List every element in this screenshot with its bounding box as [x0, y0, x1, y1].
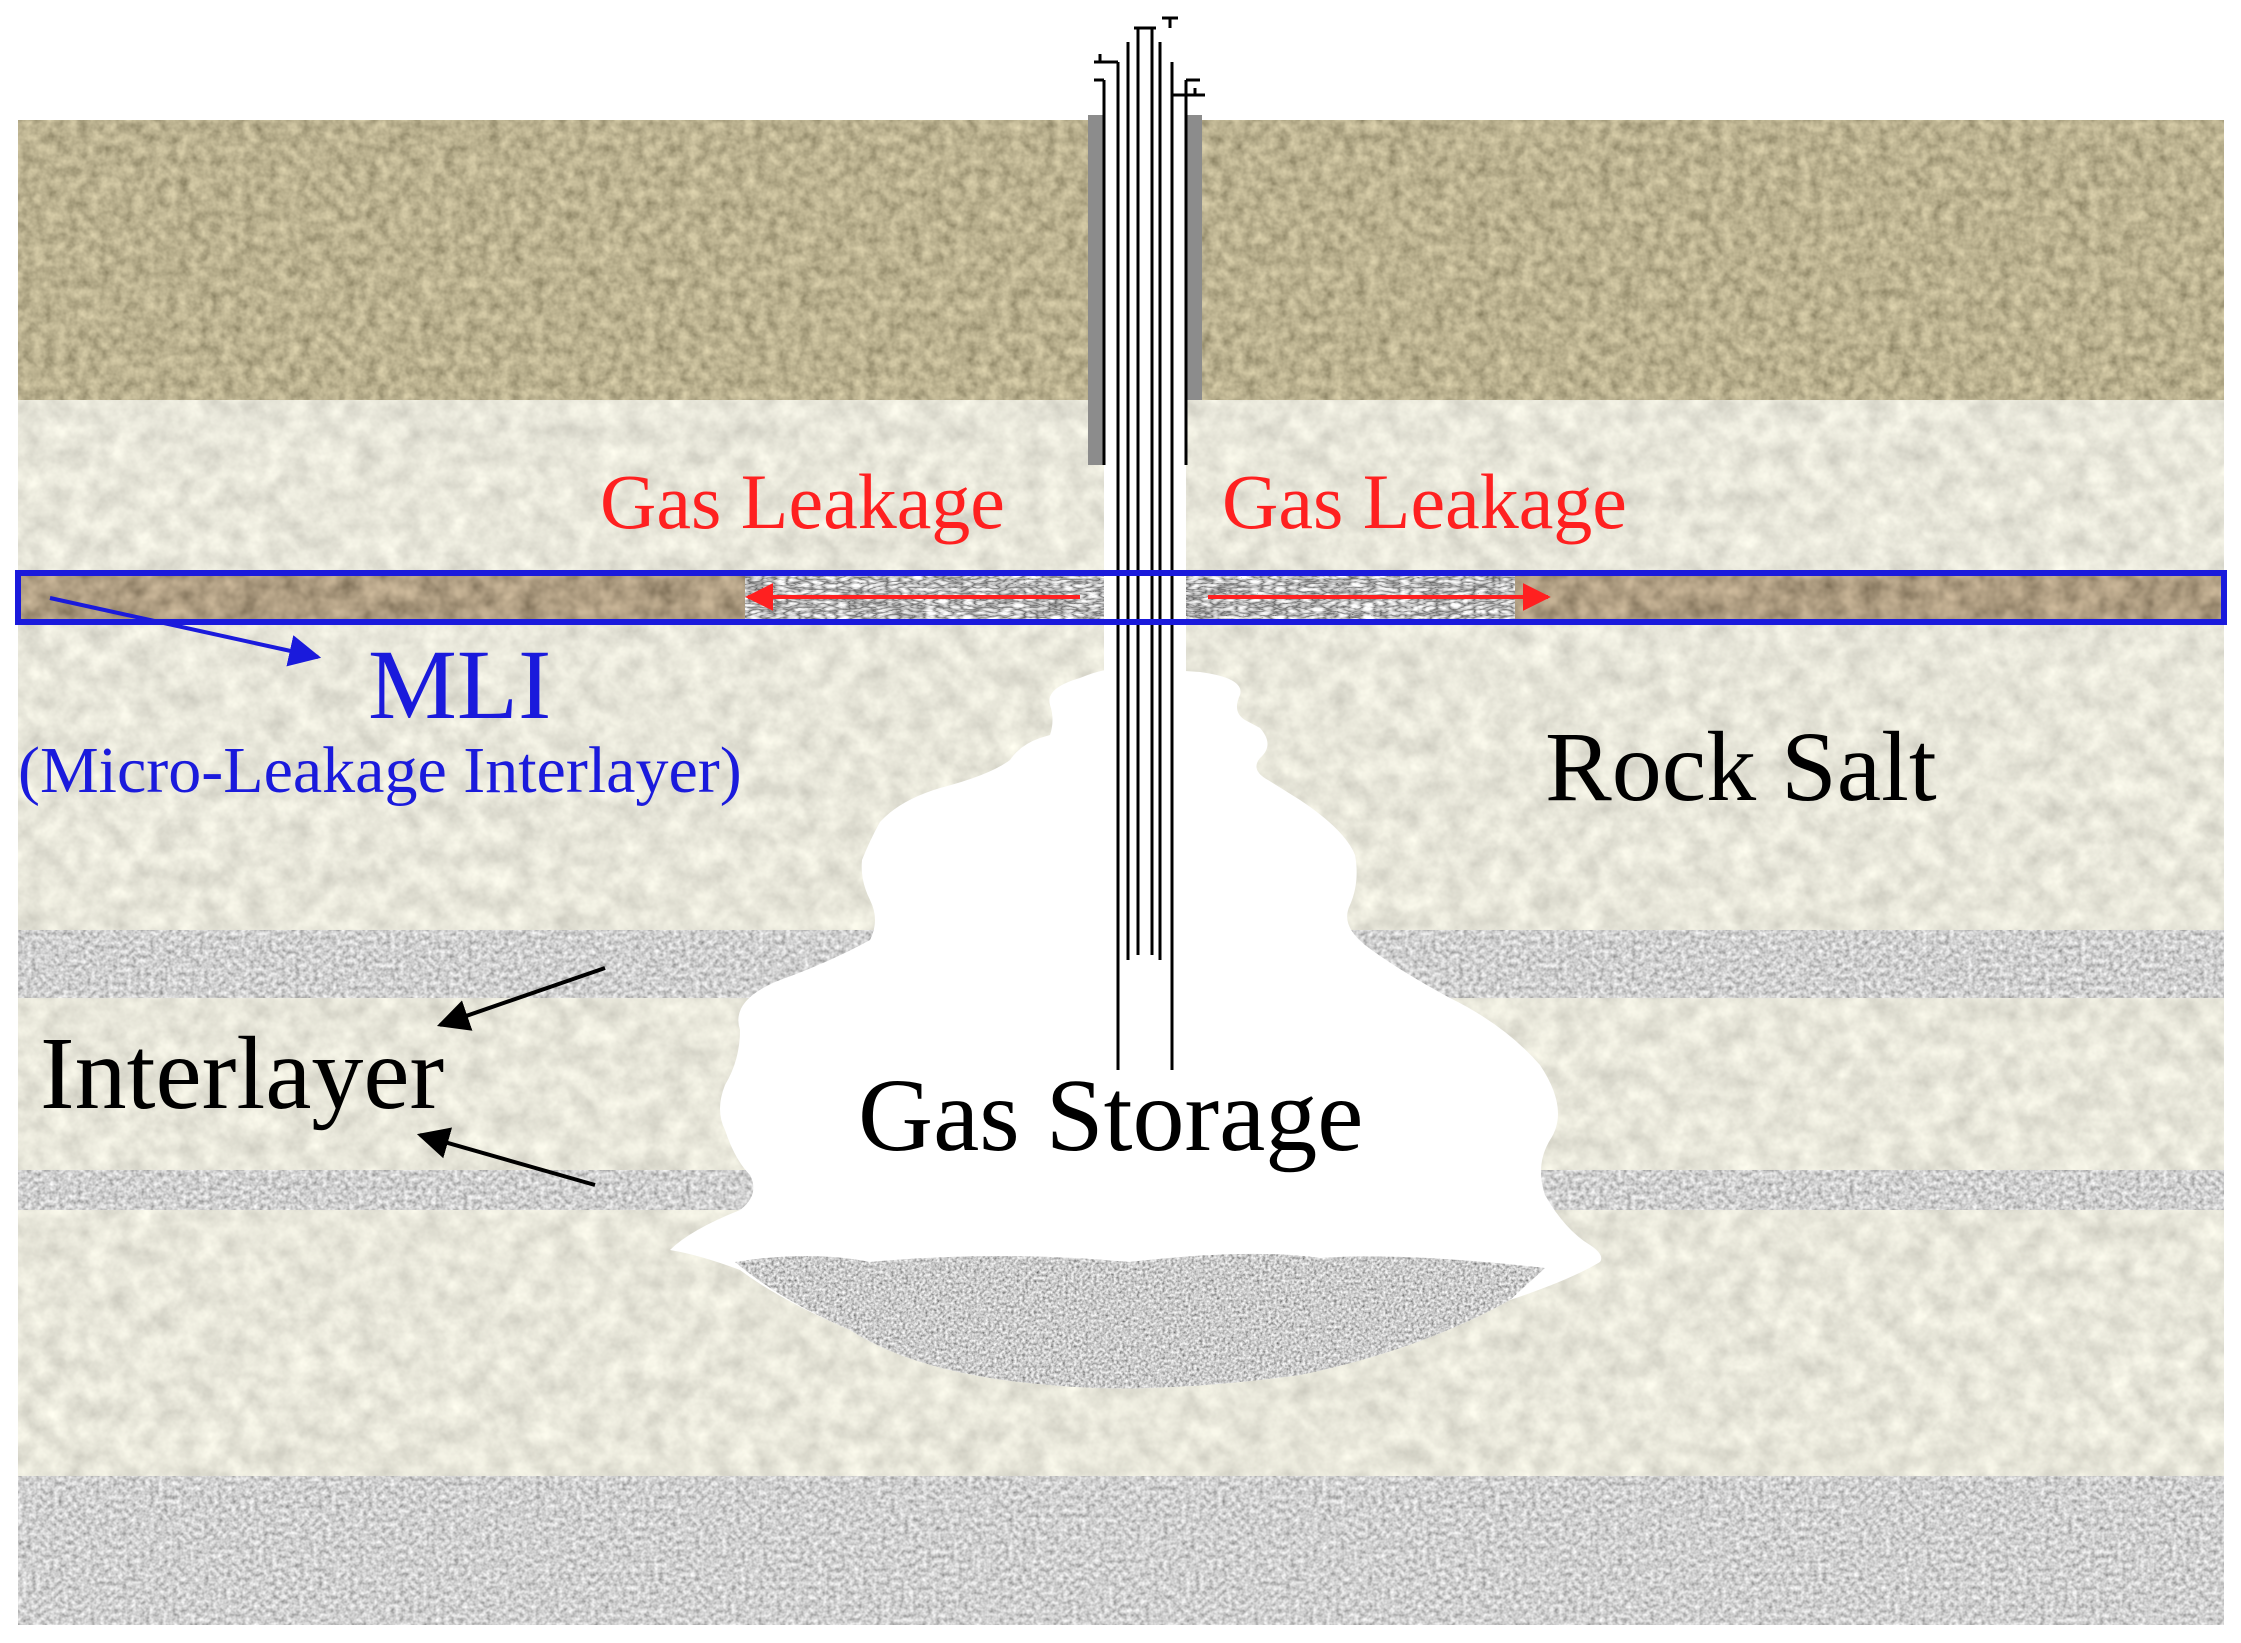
gas-leakage-label-right: Gas Leakage — [1222, 458, 1627, 545]
casing-cement-left — [1088, 115, 1104, 465]
gas-leakage-label-left: Gas Leakage — [600, 458, 1005, 545]
interlayer-arrow-lower — [416, 1127, 596, 1187]
mli-full-label: (Micro-Leakage Interlayer) — [18, 734, 742, 807]
interlayer-arrow-upper — [436, 966, 606, 1031]
mli-label: MLI — [368, 629, 551, 740]
rock-salt-label: Rock Salt — [1545, 711, 1937, 822]
mli-pointer-arrow — [49, 596, 322, 667]
interlayer-label: Interlayer — [40, 1016, 444, 1131]
wellbore — [1088, 16, 1205, 1070]
casing-cement-right — [1186, 115, 1202, 400]
bottom-interlayer — [18, 1476, 2224, 1625]
mli-outline — [15, 570, 2227, 625]
gas-storage-label: Gas Storage — [858, 1058, 1363, 1173]
gas-storage-cavern — [670, 667, 1602, 1389]
